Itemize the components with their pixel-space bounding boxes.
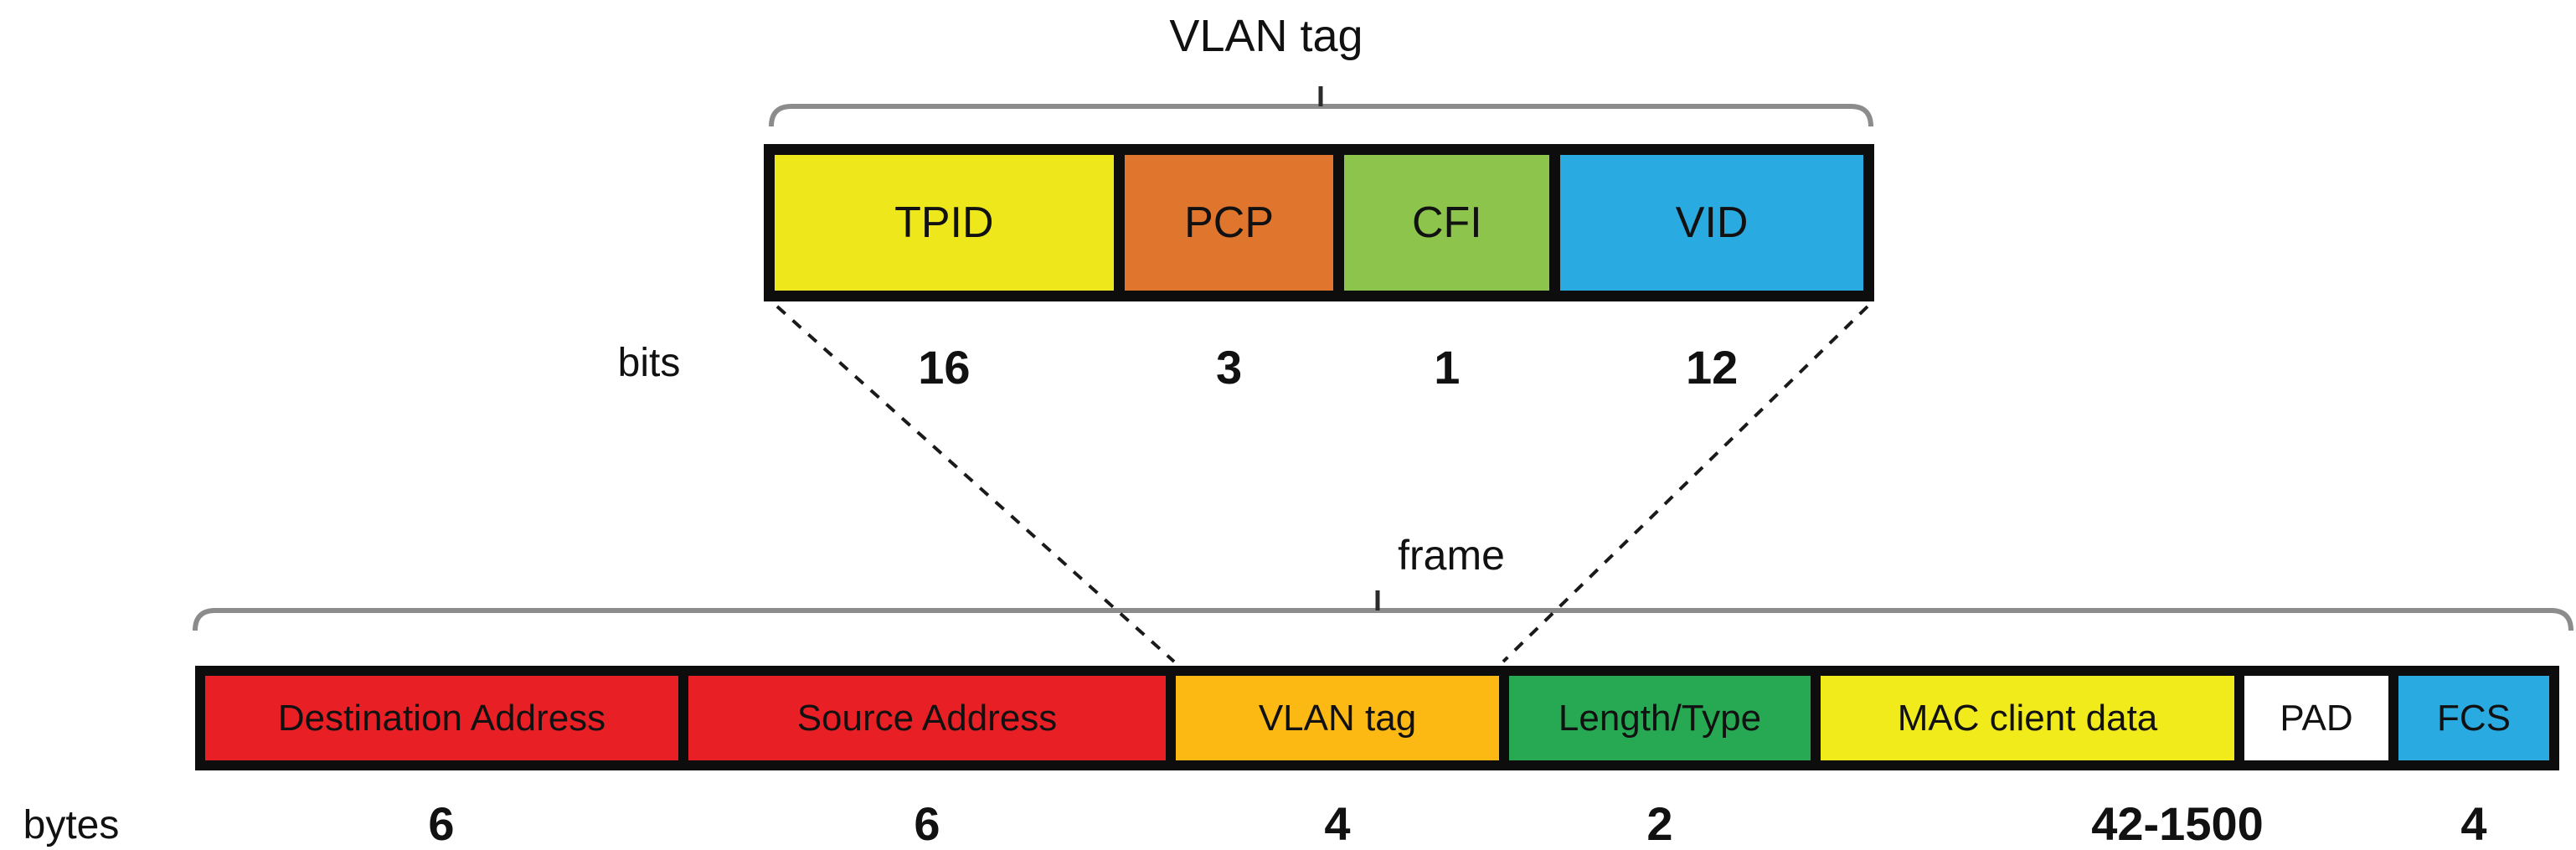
frame-field-length-type-label: Length/Type — [1558, 697, 1762, 739]
bytes-value-mac-client-data: 42-1500 — [2091, 797, 2264, 850]
frame-field-destination-address: Destination Address — [205, 676, 678, 760]
frame-field-vlan-tag: VLAN tag — [1176, 676, 1499, 760]
field-tpid-label: TPID — [894, 198, 994, 247]
frame-field-pad-label: PAD — [2280, 697, 2353, 739]
field-vid-label: VID — [1675, 198, 1749, 247]
bytes-value-destination-address: 6 — [428, 797, 455, 850]
bits-value-cfi: 1 — [1434, 340, 1461, 394]
vlan-tag-brace — [769, 104, 1873, 127]
field-tpid: TPID — [775, 155, 1114, 291]
frame-field-destination-address-label: Destination Address — [277, 697, 606, 739]
dashed-connector-right — [1502, 305, 1869, 663]
bits-values-row: 16 3 1 12 — [764, 333, 1874, 400]
field-cfi: CFI — [1344, 155, 1550, 291]
frame-field-fcs: FCS — [2398, 676, 2549, 760]
vlan-tag-title: VLAN tag — [1169, 11, 1363, 61]
bits-value-tpid: 16 — [918, 340, 971, 394]
frame-field-length-type: Length/Type — [1509, 676, 1811, 760]
frame-field-vlan-tag-label: VLAN tag — [1258, 697, 1417, 739]
bytes-value-source-address: 6 — [914, 797, 940, 850]
field-vid: VID — [1560, 155, 1863, 291]
bytes-value-fcs: 4 — [2460, 797, 2487, 850]
frame-title: frame — [1398, 532, 1505, 579]
bits-value-vid: 12 — [1685, 340, 1739, 394]
frame-field-source-address-label: Source Address — [796, 697, 1058, 739]
bytes-value-vlan-tag: 4 — [1324, 797, 1351, 850]
bits-unit-label: bits — [617, 341, 681, 385]
dashed-connector-left — [775, 305, 1176, 663]
frame-field-mac-client-data: MAC client data — [1821, 676, 2234, 760]
frame-field-fcs-label: FCS — [2437, 697, 2511, 739]
field-pcp-label: PCP — [1184, 198, 1275, 247]
field-pcp: PCP — [1124, 155, 1334, 291]
frame-field-source-address: Source Address — [688, 676, 1166, 760]
frame-field-mac-client-data-label: MAC client data — [1897, 697, 2158, 739]
bits-value-pcp: 3 — [1215, 340, 1243, 394]
vlan-tag-field-row: TPID PCP CFI VID — [764, 144, 1874, 301]
bytes-unit-label: bytes — [23, 803, 120, 847]
frame-brace — [193, 608, 2573, 631]
bytes-value-length-type: 2 — [1646, 797, 1673, 850]
field-cfi-label: CFI — [1411, 198, 1482, 247]
frame-field-pad: PAD — [2244, 676, 2388, 760]
frame-field-row: Destination Address Source Address VLAN … — [195, 666, 2559, 770]
